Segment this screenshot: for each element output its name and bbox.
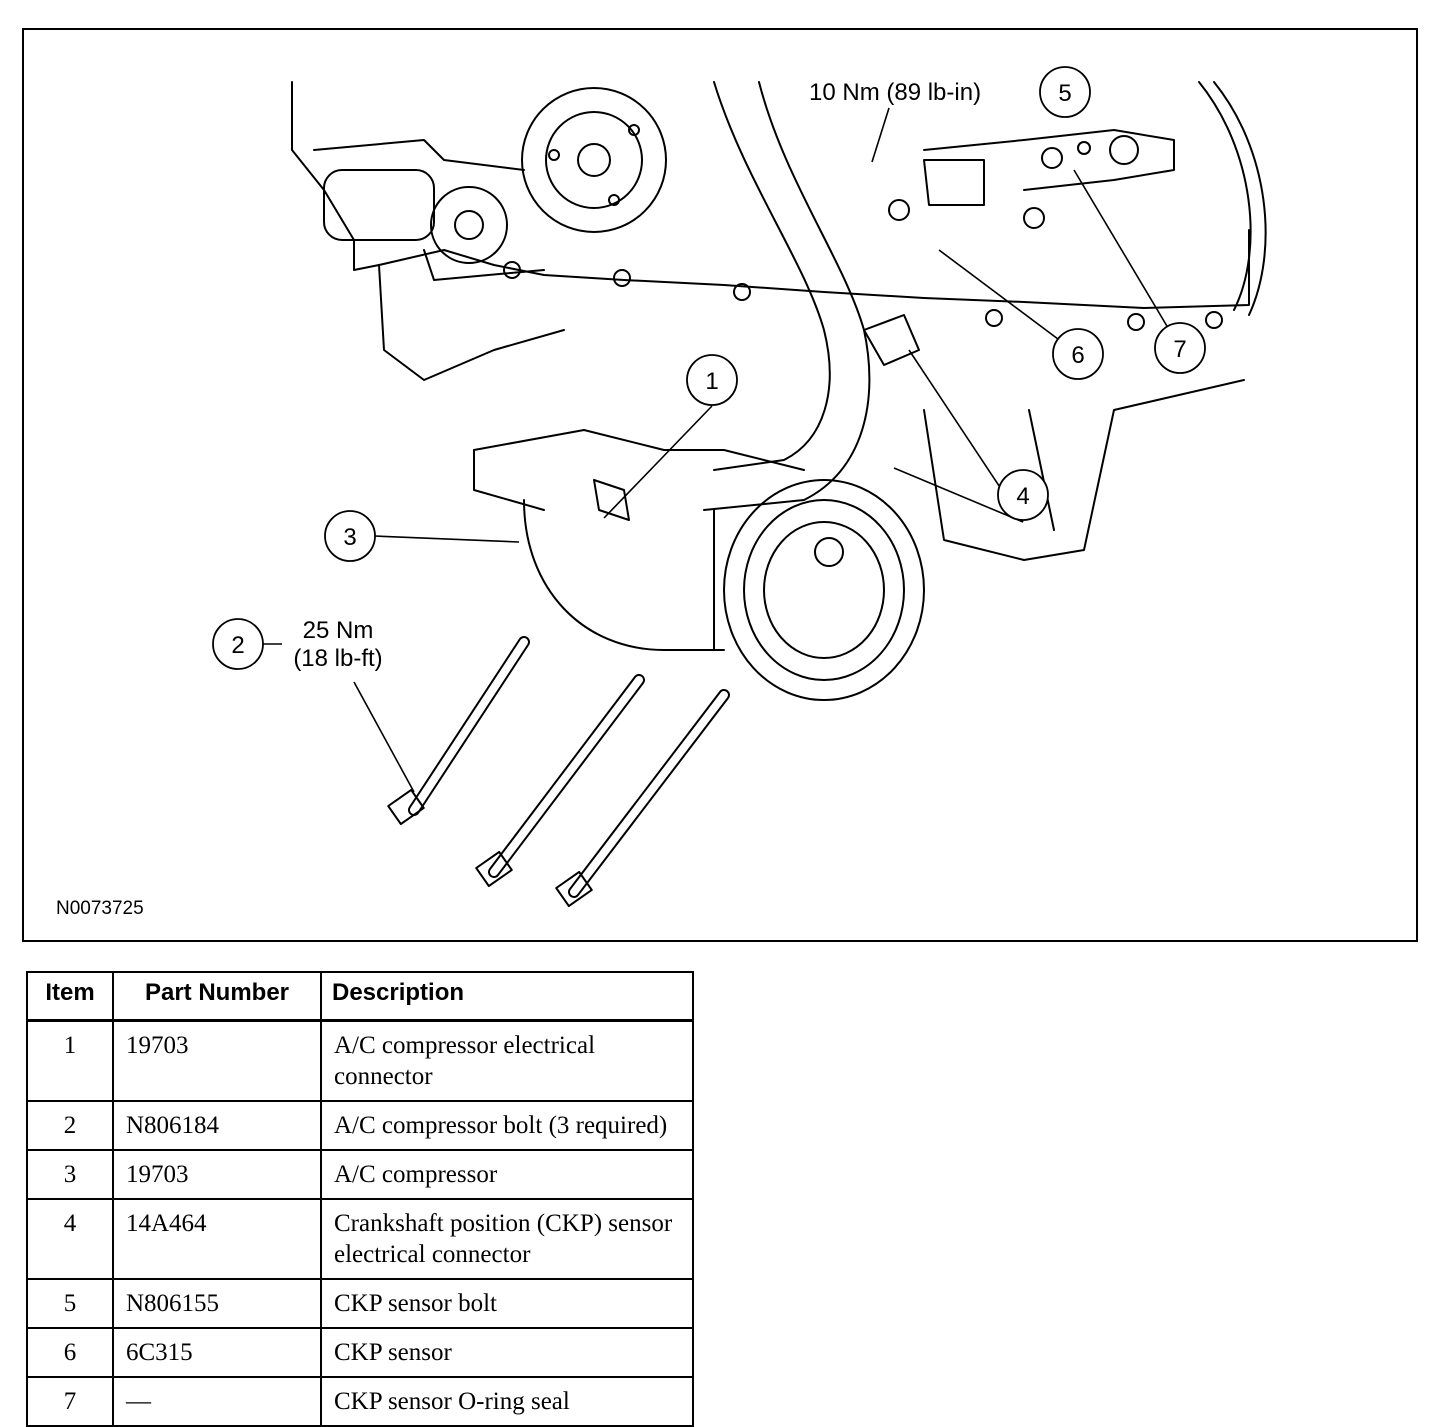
leader-7	[1073, 169, 1181, 349]
header-part-number: Part Number	[112, 971, 322, 1022]
torque-spec-compressor-bolt-line1: 25 Nm	[303, 617, 374, 644]
callout-1-label: 1	[705, 368, 718, 395]
leader-1	[603, 405, 713, 519]
cell-part-number: 19703	[112, 1149, 322, 1200]
cell-description: CKP sensor bolt	[320, 1278, 694, 1329]
table-row: 6 6C315 CKP sensor	[26, 1327, 694, 1378]
callout-4-label: 4	[1016, 483, 1029, 510]
cell-part-number: 14A464	[112, 1198, 322, 1280]
cell-part-number: 19703	[112, 1019, 322, 1102]
exploded-view-figure: 1 2 3 4 5 6 7 10 Nm (89 lb-in) 25 Nm (18…	[22, 28, 1418, 942]
table-header-row: Item Part Number Description	[26, 971, 694, 1022]
cell-description: A/C compressor	[320, 1149, 694, 1200]
callout-7-label: 7	[1173, 336, 1186, 363]
callout-3-label: 3	[343, 524, 356, 551]
cell-item: 2	[26, 1100, 114, 1151]
cell-part-number: —	[112, 1376, 322, 1427]
figure-id: N0073725	[56, 898, 144, 919]
table-row: 5 N806155 CKP sensor bolt	[26, 1278, 694, 1329]
leader-2	[353, 681, 415, 793]
table-row: 3 19703 A/C compressor	[26, 1149, 694, 1200]
callout-1-circle	[686, 354, 738, 406]
torque-spec-compressor-bolt-line2: (18 lb-ft)	[293, 645, 382, 672]
header-item: Item	[26, 971, 114, 1022]
table-row: 7 — CKP sensor O-ring seal	[26, 1376, 694, 1427]
header-description: Description	[320, 971, 694, 1022]
leader-3	[373, 535, 520, 543]
cell-description: Crankshaft position (CKP) sensor electri…	[320, 1198, 694, 1280]
callout-2-label: 2	[231, 632, 244, 659]
callout-2-circle	[212, 618, 264, 670]
callout-4-circle	[997, 469, 1049, 521]
leader-6	[938, 249, 1079, 355]
cell-description: CKP sensor	[320, 1327, 694, 1378]
table-row: 1 19703 A/C compressor electrical connec…	[26, 1019, 694, 1102]
callout-5-label: 5	[1058, 80, 1071, 107]
cell-item: 6	[26, 1327, 114, 1378]
cell-part-number: N806155	[112, 1278, 322, 1329]
callout-6-circle	[1052, 328, 1104, 380]
cell-item: 4	[26, 1198, 114, 1280]
cell-description: A/C compressor electrical connector	[320, 1019, 694, 1102]
leader-4b	[893, 467, 1024, 523]
cell-description: A/C compressor bolt (3 required)	[320, 1100, 694, 1151]
engine-illustration: 1 2 3 4 5 6 7 10 Nm (89 lb-in) 25 Nm (18…	[56, 66, 1267, 919]
cell-description: CKP sensor O-ring seal	[320, 1376, 694, 1427]
cell-item: 5	[26, 1278, 114, 1329]
callout-5-circle	[1039, 66, 1091, 118]
parts-table: Item Part Number Description 1 19703 A/C…	[26, 971, 694, 1427]
torque-spec-ckp-bolt: 10 Nm (89 lb-in)	[809, 79, 981, 106]
cell-part-number: N806184	[112, 1100, 322, 1151]
cell-item: 1	[26, 1019, 114, 1102]
callout-7-circle	[1154, 322, 1206, 374]
table-row: 4 14A464 Crankshaft position (CKP) senso…	[26, 1198, 694, 1280]
leader-torque-top	[871, 107, 890, 163]
callout-3-circle	[324, 510, 376, 562]
cell-item: 3	[26, 1149, 114, 1200]
table-row: 2 N806184 A/C compressor bolt (3 require…	[26, 1100, 694, 1151]
callout-6-label: 6	[1071, 342, 1084, 369]
cell-item: 7	[26, 1376, 114, 1427]
cell-part-number: 6C315	[112, 1327, 322, 1378]
